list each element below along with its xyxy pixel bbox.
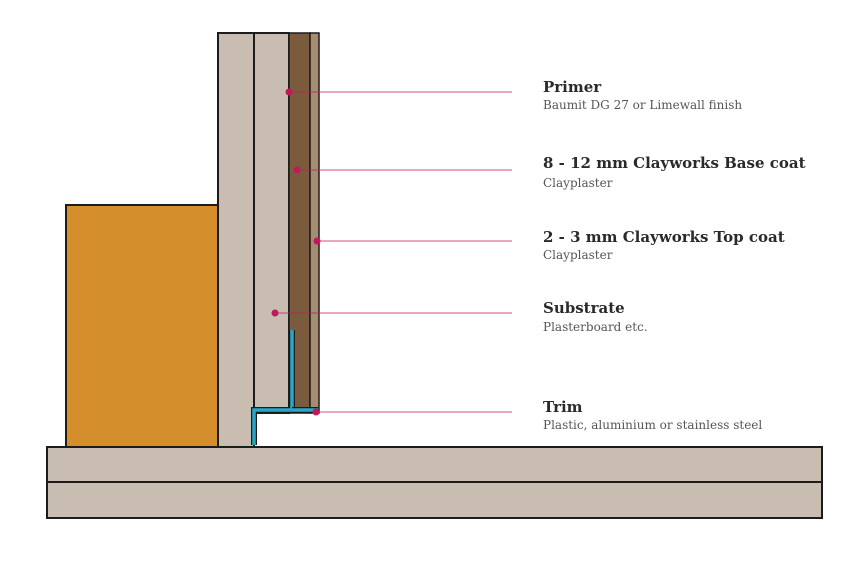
skirting-board — [65, 204, 219, 448]
label-top-coat-sub: Clayplaster — [543, 248, 613, 262]
substrate-board — [253, 32, 290, 414]
leader-dot-trim — [312, 408, 320, 416]
wall-stud — [217, 32, 255, 448]
label-top-coat-title: 2 - 3 mm Clayworks Top coat — [543, 228, 785, 246]
label-primer-title: Primer — [543, 78, 602, 96]
top-coat-layer — [309, 32, 320, 414]
leader-dot-base-coat — [293, 166, 301, 174]
label-trim-sub: Plastic, aluminium or stainless steel — [543, 418, 762, 432]
label-base-coat-sub: Clayplaster — [543, 176, 613, 190]
label-base-coat-title: 8 - 12 mm Clayworks Base coat — [543, 154, 806, 172]
label-primer-sub: Baumit DG 27 or Limewall finish — [543, 98, 742, 112]
floor-top-slab — [46, 446, 823, 483]
leader-dot-top-coat — [313, 237, 321, 245]
trim-profile-fill — [252, 330, 294, 445]
label-trim-title: Trim — [543, 398, 583, 416]
leader-dot-substrate — [271, 309, 279, 317]
label-substrate-title: Substrate — [543, 299, 625, 317]
leader-dot-primer — [285, 88, 293, 96]
floor-bottom-slab — [46, 481, 823, 519]
label-substrate-sub: Plasterboard etc. — [543, 320, 648, 334]
